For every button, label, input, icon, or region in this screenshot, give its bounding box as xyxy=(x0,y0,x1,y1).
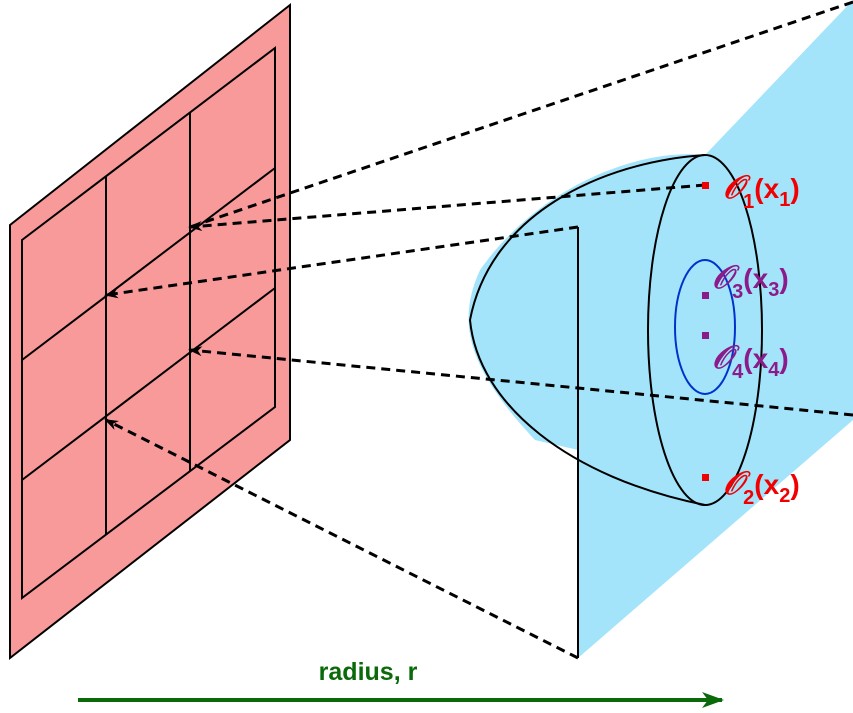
operator-point-3 xyxy=(702,292,709,299)
projection-arrow xyxy=(188,346,853,417)
operator-point-2 xyxy=(702,474,709,481)
bulk-region xyxy=(468,0,853,658)
radius-axis: radius, r xyxy=(78,658,724,708)
operator-label-4: 𝒪4(x4) xyxy=(712,338,789,383)
operator-point-1 xyxy=(702,182,709,189)
grid-line-horizontal xyxy=(21,287,276,481)
operator-point-4 xyxy=(702,332,709,339)
cone-cross-section xyxy=(647,154,763,506)
grid-line-horizontal xyxy=(21,167,276,361)
projection-arrows xyxy=(104,0,853,660)
projection-arrow xyxy=(104,418,579,660)
projection-arrow xyxy=(188,183,706,232)
bulk-cone xyxy=(468,0,853,658)
radius-axis-label: radius, r xyxy=(319,658,418,686)
projection-line xyxy=(189,0,853,229)
inner-subregion-circle xyxy=(674,259,736,395)
cone-cap-outline xyxy=(468,154,706,506)
operator-points xyxy=(702,182,709,481)
boundary-screen xyxy=(9,2,291,661)
screen-panel xyxy=(9,2,291,661)
projection-arrow xyxy=(104,225,579,299)
